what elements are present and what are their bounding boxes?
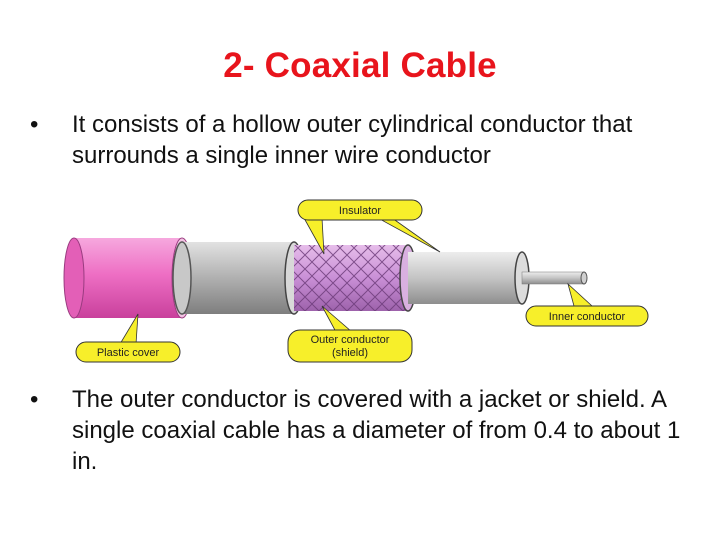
outer-conductor-label: Outer conductor: [311, 334, 390, 346]
outer-insulation-layer: [172, 241, 304, 315]
bullet-item: • The outer conductor is covered with a …: [30, 384, 690, 477]
bullet-marker: •: [30, 111, 39, 138]
plastic-cover-label: Plastic cover: [97, 347, 160, 359]
inner-conductor-label: Inner conductor: [549, 311, 626, 323]
insulator-layer: [408, 251, 530, 305]
bullet-item: • It consists of a hollow outer cylindri…: [30, 109, 690, 171]
inner-conductor-wire: [521, 271, 588, 285]
insulator-callout: Insulator: [297, 199, 441, 255]
outer-conductor-sublabel: (shield): [332, 347, 368, 359]
bullet-text: It consists of a hollow outer cylindrica…: [72, 111, 633, 169]
bullet-marker: •: [30, 386, 39, 413]
bullet-text: The outer conductor is covered with a ja…: [72, 386, 681, 475]
outer-conductor-callout: Outer conductor (shield): [287, 305, 413, 363]
slide-title: 2- Coaxial Cable: [223, 46, 497, 85]
coaxial-cable-diagram: Insulator Inner conductor Outer conducto…: [63, 199, 649, 363]
inner-conductor-callout: Inner conductor: [525, 282, 649, 327]
insulator-label: Insulator: [339, 205, 382, 217]
plastic-cover-callout: Plastic cover: [75, 313, 181, 363]
outer-conductor-shield: [294, 244, 417, 312]
